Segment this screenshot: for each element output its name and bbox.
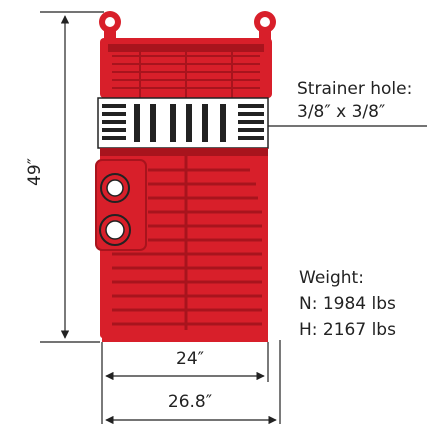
strainer-band xyxy=(97,97,269,149)
discharge-port xyxy=(100,173,130,203)
lifting-eye-left xyxy=(99,11,121,42)
height-dimension xyxy=(40,11,104,343)
lifting-eye-right xyxy=(254,11,276,42)
cable-port xyxy=(99,214,131,246)
pump-body xyxy=(95,148,268,342)
strainer-hole-size: 3/8″ x 3/8″ xyxy=(297,102,386,122)
base-width-dimension xyxy=(101,342,269,424)
weight-title: Weight: xyxy=(299,268,364,288)
height-label: 49″ xyxy=(25,158,45,186)
strainer-hole-title: Strainer hole: xyxy=(297,79,413,99)
overall-width-label: 26.8″ xyxy=(167,392,213,412)
weight-h: H: 2167 lbs xyxy=(299,320,396,340)
base-width-label: 24″ xyxy=(176,349,204,369)
overall-width-dimension xyxy=(105,340,281,425)
weight-n: N: 1984 lbs xyxy=(299,294,396,314)
motor-housing xyxy=(100,38,272,98)
